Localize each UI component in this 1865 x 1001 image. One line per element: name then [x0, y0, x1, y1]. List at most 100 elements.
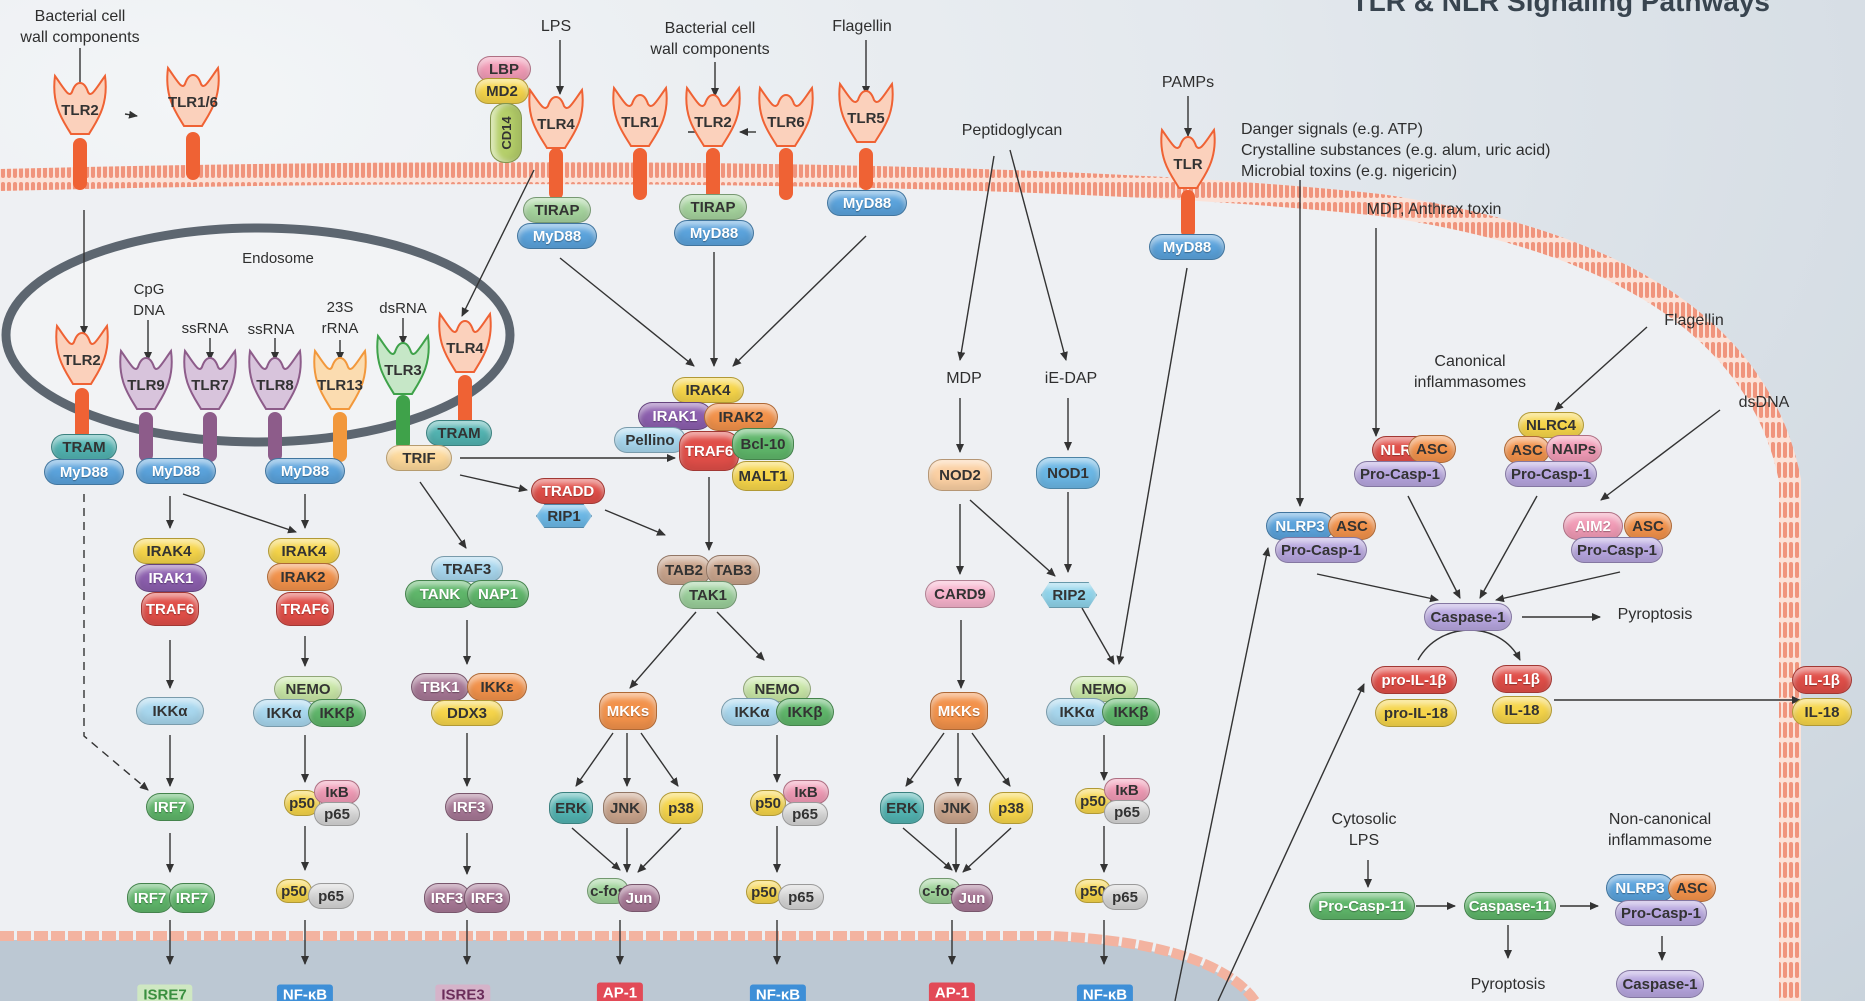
node-cd14: CD14 — [490, 103, 522, 163]
node-procasp1-5: Pro-Casp-1 — [1615, 900, 1707, 926]
arrow — [1217, 683, 1365, 1001]
diagram-title: TLR & NLR Signaling Pathways — [1351, 0, 1770, 17]
receptor-label-tlr4-a: TLR4 — [537, 116, 575, 133]
node-tab3: TAB3 — [706, 555, 760, 585]
node-irf7-b2: IRF7 — [169, 883, 215, 913]
arrow-dashed — [83, 494, 149, 791]
node-aim2: AIM2 — [1563, 512, 1623, 540]
receptor-label-tlr5: TLR5 — [847, 110, 885, 127]
node-nemo-3: NEMO — [1070, 676, 1138, 702]
label-endosome: Endosome — [242, 250, 314, 267]
receptor-label-tlr1: TLR1 — [621, 114, 659, 131]
node-p50-1b: p50 — [276, 879, 312, 903]
node-jnk-1: JNK — [603, 792, 647, 824]
node-asc-2: ASC — [1504, 436, 1550, 464]
node-irak4-l1: IRAK4 — [133, 538, 205, 564]
node-myd88-1: MyD88 — [517, 223, 597, 249]
arrow — [124, 110, 138, 119]
node-p65-3b: p65 — [1102, 884, 1148, 910]
node-tbk1: TBK1 — [411, 673, 469, 701]
node-asc-5: ASC — [1668, 874, 1716, 902]
arrow — [716, 611, 765, 661]
stimulus-danger-signals: Danger signals (e.g. ATP)Crystalline sub… — [1241, 121, 1551, 180]
node-irak1-l1: IRAK1 — [135, 564, 207, 592]
node-proil1b: pro-IL-1β — [1371, 666, 1457, 694]
label-mdp: MDP — [946, 370, 982, 387]
node-erk-2: ERK — [880, 792, 924, 824]
node-traf3: TRAF3 — [431, 556, 503, 582]
arrow — [637, 827, 682, 873]
arrow — [1081, 607, 1115, 665]
node-nap1: NAP1 — [467, 580, 529, 608]
receptor-label-tlr2-endosome: TLR2 — [63, 352, 101, 369]
node-p50-2b: p50 — [746, 880, 782, 904]
node-il18: IL-18 — [1492, 696, 1552, 724]
node-ikkb-4: IKKβ — [1102, 698, 1160, 726]
receptor-tlr1: TLR1 — [612, 85, 668, 200]
node-p65-1b: p65 — [308, 883, 354, 909]
receptor-tlr2-b: TLR2 — [685, 85, 741, 200]
node-naips: NAIPs — [1546, 435, 1602, 463]
node-ikka-2: IKKα — [253, 699, 315, 727]
node-malt1: MALT1 — [732, 461, 794, 491]
receptor-tlr1-6: TLR1/6 — [166, 65, 220, 180]
stimulus-lps: LPS — [540, 18, 572, 35]
plasma-membrane — [0, 162, 1801, 1001]
arrow — [957, 155, 995, 361]
node-myd88-2: MyD88 — [674, 220, 754, 246]
node-irak2-c: IRAK2 — [704, 403, 778, 431]
node-nod1: NOD1 — [1036, 457, 1100, 489]
node-ikka-4: IKKα — [1046, 698, 1108, 726]
node-ikkb-3: IKKβ — [776, 698, 834, 726]
receptor-label-tlr4-endosome: TLR4 — [446, 340, 484, 357]
node-p38-1: p38 — [659, 792, 703, 824]
node-tab2: TAB2 — [657, 555, 711, 585]
receptor-label-tlr13: TLR13 — [317, 377, 363, 394]
node-procasp1-3: Pro-Casp-1 — [1275, 537, 1367, 563]
node-traf6-l1: TRAF6 — [141, 592, 199, 626]
node-p65-3: p65 — [1104, 800, 1150, 824]
node-rip1: RIP1 — [536, 504, 592, 528]
label-ie-dap: iE-DAP — [1044, 370, 1098, 387]
node-pellino: Pellino — [614, 427, 686, 453]
node-md2: MD2 — [475, 78, 529, 104]
node-ikb-2: IκB — [783, 780, 829, 804]
receptor-label-tlr2-b: TLR2 — [694, 114, 732, 131]
node-ikka-3: IKKα — [721, 698, 783, 726]
stimulus-flagellin-2: Flagellin — [1664, 312, 1724, 329]
arrow — [604, 509, 666, 536]
node-p50-2: p50 — [750, 790, 786, 816]
arrow — [182, 493, 297, 534]
node-bcl10: Bcl-10 — [732, 428, 794, 460]
node-myd88-7: MyD88 — [265, 458, 345, 484]
arrow — [971, 732, 1011, 787]
node-asc-1: ASC — [1408, 435, 1456, 463]
receptor-label-tlr1-6: TLR1/6 — [168, 94, 218, 111]
receptor-tlr13: TLR13 — [313, 348, 367, 462]
stimulus-ssrna-2: ssRNA — [247, 321, 295, 338]
receptor-tlr4-endosome: TLR4 — [438, 311, 492, 428]
arrow — [575, 732, 614, 787]
node-erk-1: ERK — [549, 792, 593, 824]
arrow — [969, 499, 1056, 577]
node-ikka-1: IKKα — [136, 697, 204, 725]
node-tirap-2: TIRAP — [679, 194, 747, 220]
receptor-tlr2-endosome: TLR2 — [55, 323, 109, 440]
node-trif: TRIF — [386, 445, 452, 471]
node-tram-2: TRAM — [426, 420, 492, 446]
arrow — [571, 827, 621, 871]
node-il1b-out: IL-1β — [1792, 666, 1852, 694]
stimulus-ssrna-1: ssRNA — [181, 320, 229, 337]
gene-ap1-2: AP-1 — [928, 982, 976, 1001]
node-jnk-2: JNK — [934, 792, 978, 824]
receptor-label-tlr9: TLR9 — [127, 377, 165, 394]
arrow — [1495, 571, 1621, 603]
node-jun-2: Jun — [951, 884, 993, 912]
node-myd88-5: MyD88 — [44, 459, 124, 485]
